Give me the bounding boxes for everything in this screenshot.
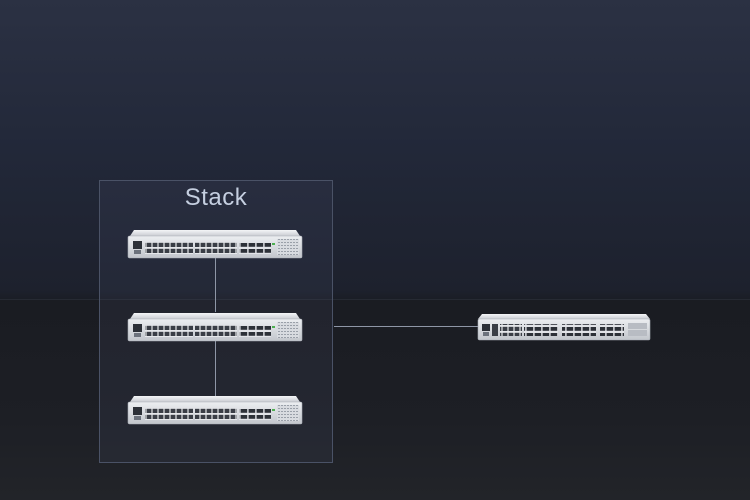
stack-switch-3-icon (127, 395, 303, 425)
core-switch-icon (477, 313, 651, 341)
stack-switch-2-icon (127, 312, 303, 342)
stack-group-title: Stack (184, 184, 248, 211)
horizon-line (0, 299, 750, 300)
uplink-to-core-switch (334, 326, 479, 327)
stack-switch-1-icon (127, 229, 303, 259)
stack-link-1-2 (215, 258, 216, 312)
stack-link-2-3 (215, 341, 216, 396)
